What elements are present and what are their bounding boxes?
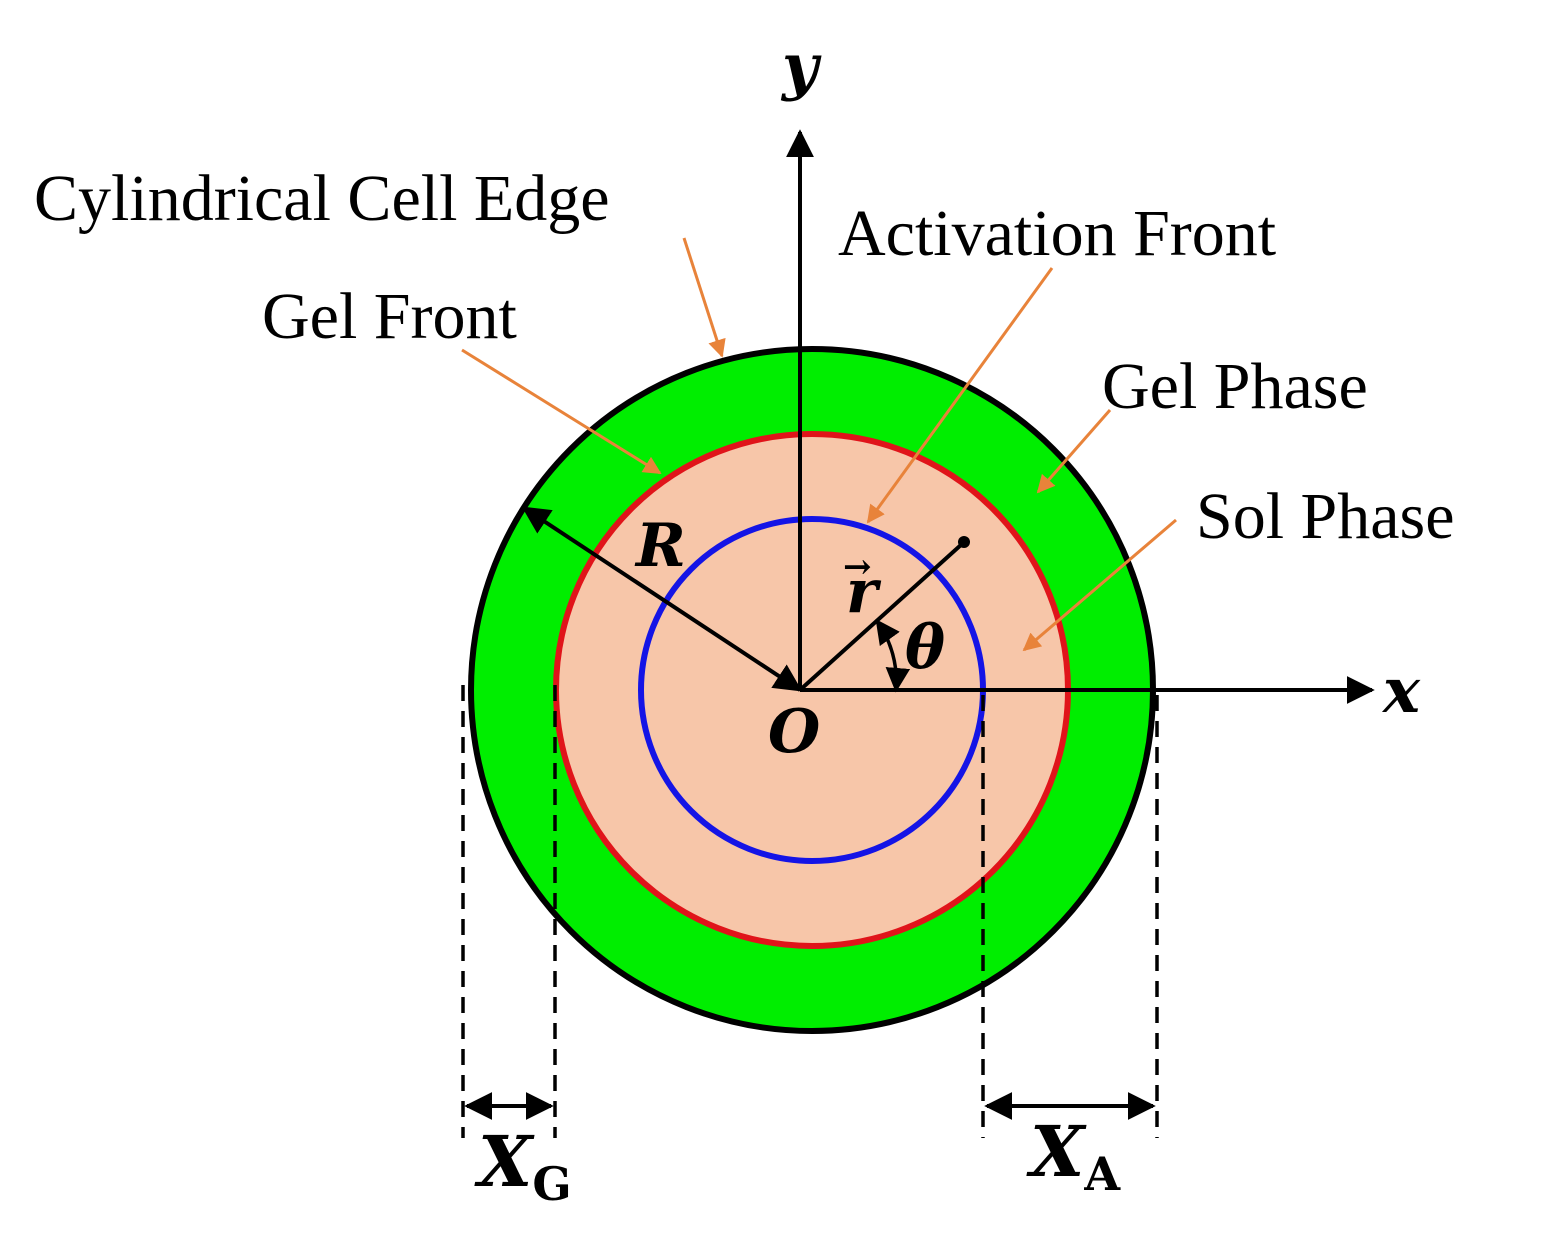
sol-phase-pointer xyxy=(1022,518,1177,652)
x-axis-label: x xyxy=(1381,654,1421,727)
radius-arrow xyxy=(521,506,803,692)
position-vector-endpoint xyxy=(958,536,970,548)
radius-label: R xyxy=(634,511,686,581)
cell-edge-pointer xyxy=(682,237,726,358)
y-axis-label: y xyxy=(780,30,822,103)
gel-width-label: XG xyxy=(474,1120,572,1211)
angle-arc xyxy=(875,619,911,693)
activation-front-pointer xyxy=(866,267,1054,524)
origin-label: O xyxy=(768,697,820,767)
position-vector-line xyxy=(798,542,964,692)
position-vector-arrow-glyph: → xyxy=(843,547,872,587)
angle-label: θ xyxy=(905,613,945,683)
label-gel-phase: Gel Phase xyxy=(1102,350,1368,423)
label-cell-edge: Cylindrical Cell Edge xyxy=(34,162,610,235)
position-vector-label: r xyxy=(846,557,882,627)
gel-phase-pointer xyxy=(1036,409,1112,494)
label-gel-front: Gel Front xyxy=(262,280,517,353)
label-activation-front: Activation Front xyxy=(838,197,1276,270)
label-sol-phase: Sol Phase xyxy=(1196,480,1455,553)
gel-front-pointer xyxy=(461,348,662,475)
activation-width-label: XA xyxy=(1026,1110,1121,1201)
